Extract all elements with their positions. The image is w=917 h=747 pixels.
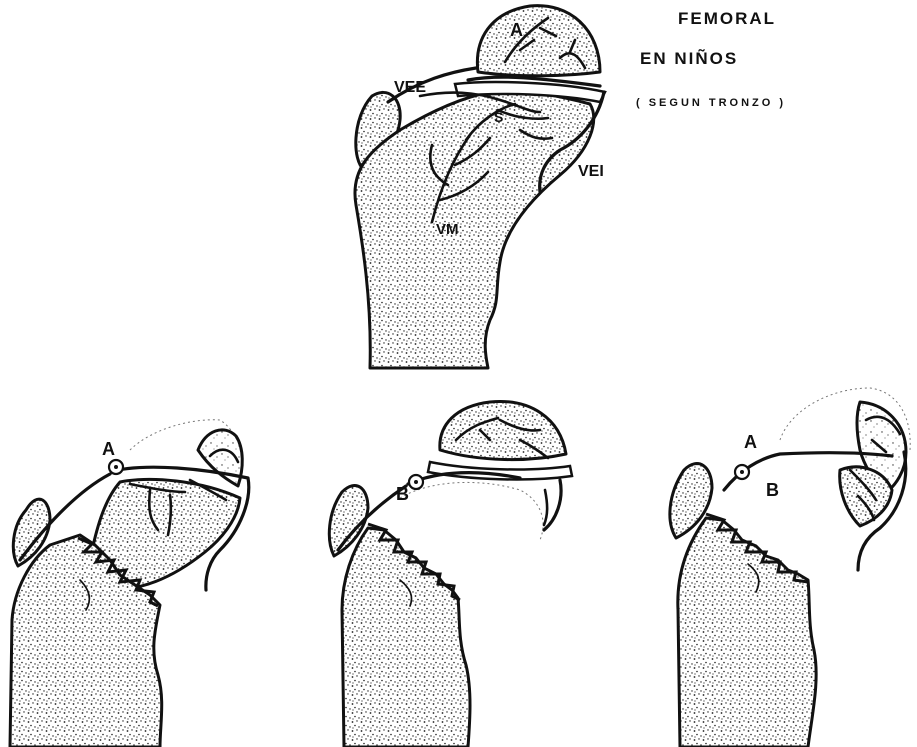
distal-shaft-2 — [342, 528, 470, 747]
label-A-1: A — [102, 439, 115, 459]
label-B-3: B — [766, 480, 779, 500]
label-VM: VM — [436, 221, 459, 238]
label-S: S — [494, 109, 503, 125]
label-VEE: VEE — [394, 79, 426, 96]
top-figure: A VEE VEI VM S — [355, 6, 605, 368]
epiphysis-cap-2 — [440, 401, 566, 459]
physis-plate-2 — [428, 462, 572, 479]
marker-dot-1 — [114, 465, 118, 469]
label-A-3: A — [744, 432, 757, 452]
marker-dot-2 — [414, 480, 418, 484]
marker-dot-3 — [740, 470, 744, 474]
bottom-figure-1: A — [10, 420, 249, 747]
title-line-2: EN NIÑOS — [640, 48, 738, 68]
label-A-top: A — [510, 20, 523, 40]
title-block: FEMORAL EN NIÑOS ( SEGUN TRONZO ) — [636, 9, 786, 109]
title-line-3: ( SEGUN TRONZO ) — [636, 97, 786, 109]
label-VEI: VEI — [578, 163, 604, 180]
femoral-epiphysis — [477, 6, 600, 76]
neck-fragment-2 — [400, 482, 543, 540]
title-line-1: FEMORAL — [678, 9, 776, 28]
bottom-figure-2: B — [329, 401, 572, 747]
label-B-2: B — [396, 484, 409, 504]
bottom-figure-3: A B — [670, 388, 910, 747]
